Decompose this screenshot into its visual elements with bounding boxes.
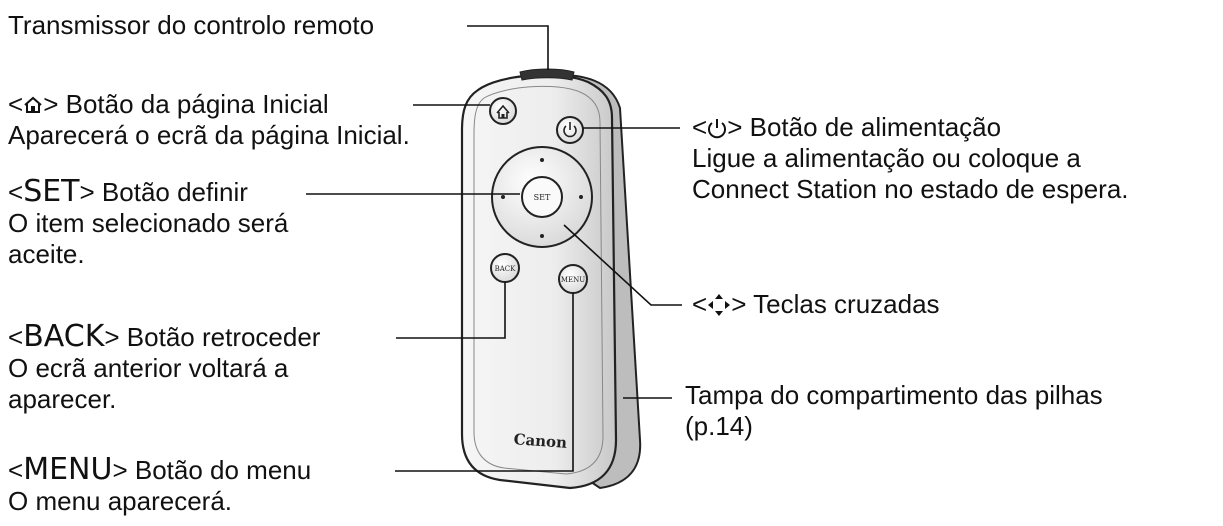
set-description-2: aceite. <box>8 239 85 269</box>
power-title: <> Botão de alimentação <box>692 112 1002 142</box>
cross-key-left-dot[interactable] <box>501 195 505 199</box>
home-button[interactable] <box>489 97 517 125</box>
label-menu: <MENU> Botão do menu O menu aparecerá. <box>8 454 311 517</box>
battery-page-ref: (p.14) <box>685 411 753 441</box>
cross-key-right-dot[interactable] <box>579 195 583 199</box>
canon-logo: Canon <box>513 430 568 452</box>
back-description-1: O ecrã anterior voltará a <box>8 353 289 383</box>
leader-menu <box>395 293 574 472</box>
label-power: <> Botão de alimentação Ligue a alimenta… <box>692 112 1129 205</box>
label-set: <SET> Botão definir O item selecionado s… <box>8 176 288 270</box>
back-button-label: BACK <box>495 265 517 273</box>
label-cross: <> Teclas cruzadas <box>692 289 940 320</box>
menu-button[interactable]: MENU <box>558 264 588 294</box>
home-description: Aparecerá o ecrã da página Inicial. <box>8 120 410 150</box>
menu-title: <MENU> Botão do menu <box>8 452 312 487</box>
battery-title: Tampa do compartimento das pilhas <box>685 380 1103 410</box>
power-description-1: Ligue a alimentação ou coloque a <box>692 143 1081 173</box>
power-button[interactable] <box>556 116 584 144</box>
set-description-1: O item selecionado será <box>8 208 289 238</box>
menu-description: O menu aparecerá. <box>8 486 233 516</box>
back-description-2: aparecer. <box>8 384 117 414</box>
label-back: <BACK> Botão retroceder O ecrã anterior … <box>8 321 320 415</box>
cross-key-down-dot[interactable] <box>540 234 544 238</box>
remote-body <box>460 73 618 490</box>
leader-cross <box>563 224 682 306</box>
leader-transmitter <box>467 25 549 70</box>
transmitter-title: Transmissor do controlo remoto <box>8 10 375 40</box>
set-button[interactable]: SET <box>521 176 563 218</box>
cross-keys-icon <box>708 294 731 316</box>
label-home: <> Botão da página Inicial Aparecerá o e… <box>8 89 410 151</box>
cross-title: <> Teclas cruzadas <box>692 289 940 319</box>
set-title: <SET> Botão definir <box>8 174 248 209</box>
remote-panel <box>473 85 604 475</box>
home-title: <> Botão da página Inicial <box>8 89 329 119</box>
leader-back <box>396 282 506 339</box>
cross-key-up-dot[interactable] <box>540 158 544 162</box>
remote-control: SET BACK MENU Canon <box>460 68 642 490</box>
back-button[interactable]: BACK <box>490 253 520 283</box>
label-transmitter: Transmissor do controlo remoto <box>8 10 374 41</box>
set-button-label: SET <box>534 193 551 202</box>
back-title: <BACK> Botão retroceder <box>8 319 321 354</box>
transmitter-window <box>519 68 575 81</box>
leader-lines <box>306 25 682 472</box>
power-icon <box>708 119 727 139</box>
power-description-2: Connect Station no estado de espera. <box>692 174 1129 204</box>
home-icon <box>24 96 42 113</box>
label-battery: Tampa do compartimento das pilhas (p.14) <box>685 380 1103 442</box>
menu-button-label: MENU <box>561 276 585 284</box>
